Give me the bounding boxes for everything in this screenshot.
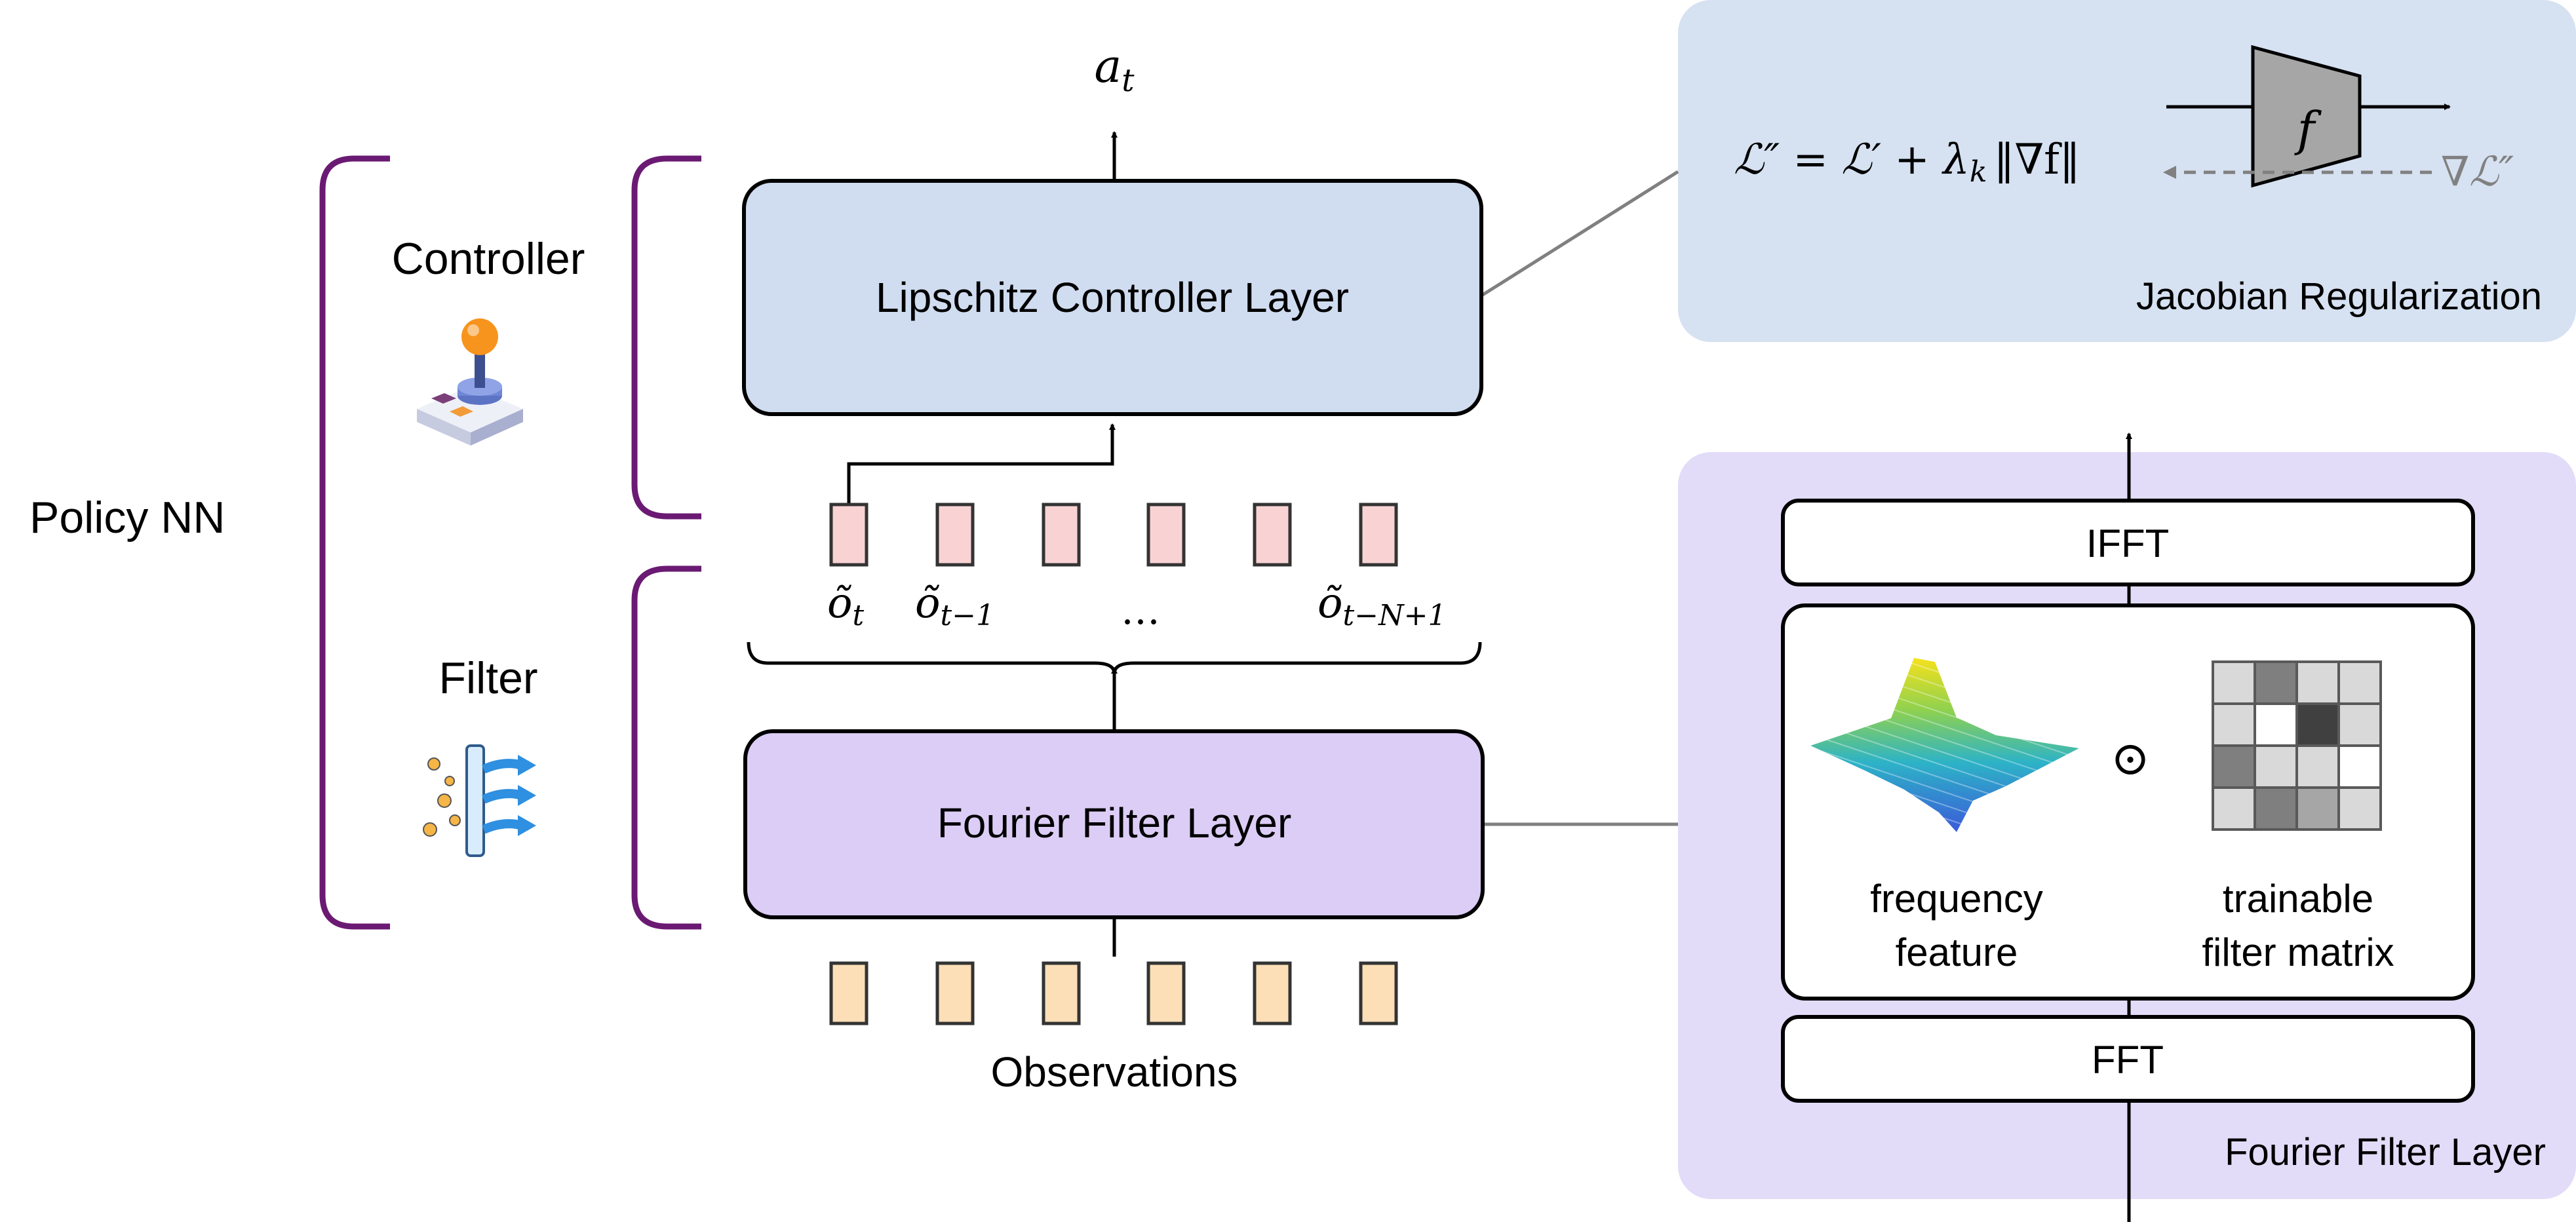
fft-label: FFT [2092, 1038, 2164, 1082]
jacobian-equation: ℒ″ = ℒ′ + λk‖∇f‖ [1734, 136, 2080, 189]
filter-matrix-cell [2295, 744, 2340, 789]
filter-matrix-cell [2212, 786, 2256, 831]
jacobian-panel-title: Jacobian Regularization [2136, 275, 2542, 318]
fourier-panel-title: Fourier Filter Layer [2225, 1131, 2546, 1174]
observation-box [935, 961, 975, 1025]
filtered-obs-box [1253, 503, 1292, 567]
filtered-obs-sub: t−N+1 [1343, 599, 1447, 632]
filtered-obs-sub: t−1 [941, 599, 995, 632]
observation-box [1253, 961, 1292, 1025]
filtered-obs-label-t: õt [827, 579, 865, 632]
filtered-obs-box [1146, 503, 1186, 567]
filter-matrix-cell [2337, 702, 2382, 747]
filter-brace [631, 565, 701, 930]
eq-norm: ‖∇f‖ [1993, 136, 2080, 184]
ifft-label: IFFT [2086, 522, 2170, 565]
observation-box [1359, 961, 1398, 1025]
filtered-obs-box [829, 503, 868, 567]
eq-lhs: ℒ″ [1734, 136, 1780, 184]
filtered-obs-box [1042, 503, 1081, 567]
filter-matrix-cell [2337, 660, 2382, 705]
filter-layer-label: Fourier Filter Layer [937, 799, 1292, 847]
filtered-obs-base: õ [915, 579, 941, 628]
filtered-observations [829, 503, 1398, 567]
eq-lambda-sub: k [1970, 155, 1987, 189]
observation-box [1146, 961, 1186, 1025]
filter-matrix-cell [2337, 786, 2382, 831]
gradient-arrowhead [2163, 166, 2176, 179]
filtered-obs-ellipsis: … [1121, 588, 1160, 634]
filter-matrix-cell [2254, 702, 2298, 747]
filter-matrix-cell [2212, 660, 2256, 705]
gradient-label: ∇ℒ″ [2441, 147, 2514, 195]
filtered-obs-label-t-1: õt−1 [915, 579, 994, 632]
action-label: at [1094, 39, 1135, 99]
joystick-icon [417, 318, 523, 446]
controller-layer-box [742, 179, 1483, 416]
filter-matrix-cell [2254, 744, 2298, 789]
filter-matrix-label-line2: filter matrix [2202, 930, 2394, 974]
filter-label: Filter [439, 653, 537, 703]
observations-label: Observations [990, 1048, 1238, 1096]
f-function-block [2251, 45, 2362, 188]
filtered-obs-box [1359, 503, 1398, 567]
controller-connector [1481, 170, 1679, 297]
policy-nn-label: Policy NN [29, 493, 225, 543]
eq-plus: + [1881, 136, 1943, 184]
controller-label: Controller [392, 234, 585, 284]
frequency-feature-label-line2: feature [1896, 930, 2018, 974]
odot-operator: ⊙ [2111, 731, 2150, 786]
action-base: a [1094, 39, 1122, 93]
filter-matrix-cell [2212, 744, 2256, 789]
eq-equals: = [1780, 136, 1841, 184]
filtered-obs-label-t-n: õt−N+1 [1317, 579, 1446, 632]
filter-layer-box [743, 729, 1485, 919]
eq-lambda: λ [1941, 136, 1970, 184]
filter-matrix-grid [2212, 660, 2382, 831]
filter-matrix-cell [2212, 702, 2256, 747]
filtered-obs-base: õ [827, 579, 853, 628]
policy-brace [319, 155, 390, 930]
filter-matrix-cell [2295, 786, 2340, 831]
frequency-feature-label-line1: frequency [1870, 877, 2043, 921]
filter-matrix-cell [2295, 702, 2340, 747]
controller-layer-label: Lipschitz Controller Layer [876, 274, 1349, 321]
filter-matrix-cell [2295, 660, 2340, 705]
filtered-obs-box [935, 503, 975, 567]
action-subscript: t [1122, 62, 1135, 99]
filter-matrix-cell [2254, 786, 2298, 831]
filter-matrix-label-line1: trainable [2223, 877, 2373, 921]
observations [829, 961, 1398, 1025]
filter-matrix-cell [2337, 744, 2382, 789]
eq-rhs: ℒ′ [1841, 136, 1881, 184]
controller-brace [631, 155, 701, 520]
filter-matrix-cell [2254, 660, 2298, 705]
observation-box [829, 961, 868, 1025]
filter-icon [423, 744, 536, 857]
filtered-obs-sub: t [853, 599, 865, 632]
controller-input-arrow [847, 423, 1116, 503]
observation-box [1042, 961, 1081, 1025]
filtered-obs-base: õ [1317, 579, 1343, 628]
